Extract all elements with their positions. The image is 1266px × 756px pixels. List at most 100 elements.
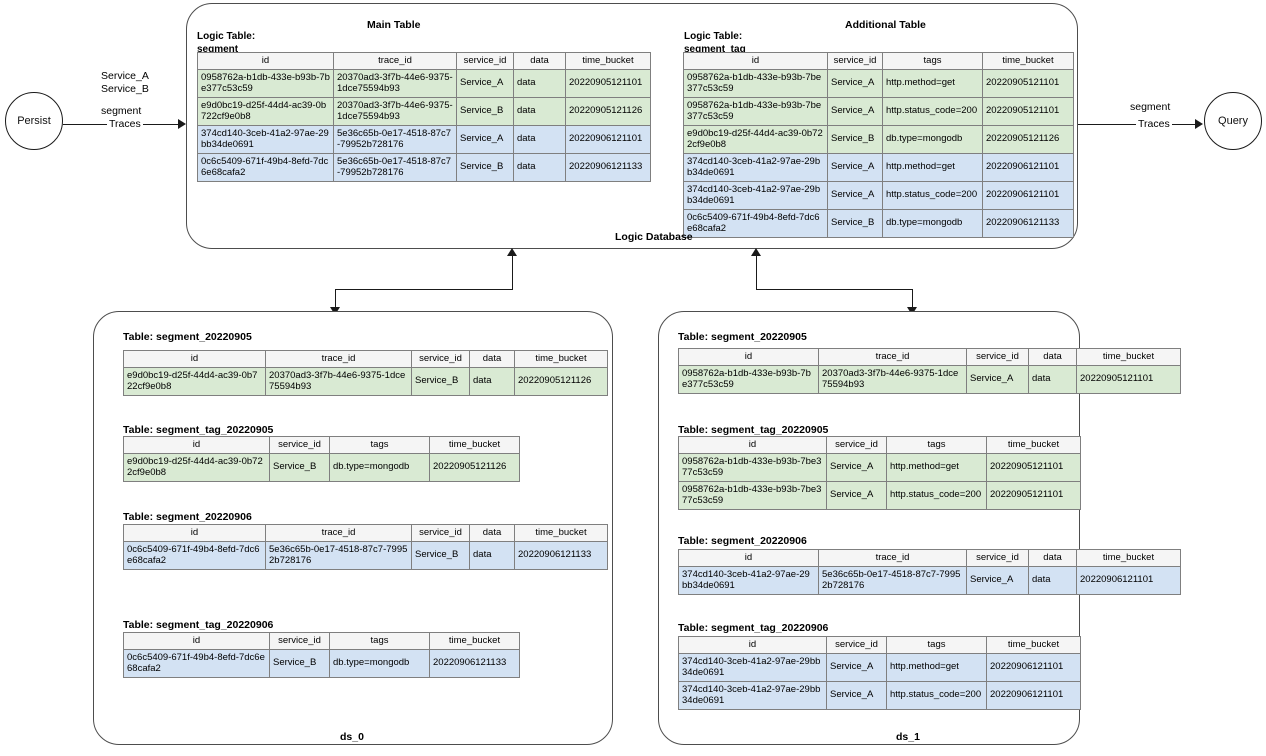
column-header: tags	[329, 436, 430, 454]
main-table-title: Main Table	[367, 19, 421, 31]
column-header: service_id	[269, 436, 330, 454]
column-header: time_bucket	[986, 636, 1081, 654]
column-header: tags	[882, 52, 983, 70]
column-header: service_id	[411, 524, 470, 542]
table-cell: http.status_code=200	[882, 96, 983, 126]
table-cell: Service_B	[456, 152, 514, 182]
column-header: trace_id	[333, 52, 457, 70]
left-edge-label-service-a: Service_A	[101, 70, 149, 82]
table-cell: data	[1028, 364, 1077, 394]
table-cell: data	[513, 152, 566, 182]
ds1-connector-up-segment	[756, 255, 757, 290]
table-cell: Service_A	[827, 96, 883, 126]
table-cell: 20220905121126	[565, 96, 651, 126]
table-cell: data	[513, 68, 566, 98]
column-header: data	[469, 350, 515, 368]
table-cell: 374cd140-3ceb-41a2-97ae-29bb34de0691	[683, 180, 828, 210]
table-cell: e9d0bc19-d25f-44d4-ac39-0b722cf9e0b8	[123, 452, 270, 482]
additional-table-title: Additional Table	[845, 19, 926, 31]
column-header: trace_id	[265, 524, 412, 542]
table-cell: Service_A	[827, 68, 883, 98]
table-caption: Table: segment_20220906	[678, 535, 807, 547]
table-cell: 5e36c65b-0e17-4518-87c7-79952b728176	[333, 152, 457, 182]
table-caption: Table: segment_tag_20220905	[678, 424, 829, 436]
table-cell: data	[469, 540, 515, 570]
column-header: id	[678, 348, 819, 366]
column-header: service_id	[456, 52, 514, 70]
table-cell: Service_B	[827, 208, 883, 238]
query-node: Query	[1204, 92, 1262, 150]
left-edge-label-traces: Traces	[107, 118, 143, 130]
table-cell: 20220906121101	[982, 180, 1074, 210]
column-header: tags	[886, 636, 987, 654]
column-header: id	[678, 636, 827, 654]
column-header: time_bucket	[514, 524, 608, 542]
column-header: service_id	[827, 52, 883, 70]
table-cell: db.type=mongodb	[329, 648, 430, 678]
ds1-connector-down-segment	[912, 289, 913, 310]
table-cell: Service_A	[966, 364, 1029, 394]
column-header: trace_id	[818, 549, 967, 567]
column-header: service_id	[269, 632, 330, 650]
table-cell: 0958762a-b1db-433e-b93b-7be377c53c59	[683, 96, 828, 126]
column-header: id	[123, 350, 266, 368]
table-cell: Service_B	[269, 452, 330, 482]
table-cell: 0958762a-b1db-433e-b93b-7be377c53c59	[683, 68, 828, 98]
column-header: time_bucket	[429, 632, 520, 650]
table-cell: 5e36c65b-0e17-4518-87c7-79952b728176	[818, 565, 967, 595]
table-cell: http.status_code=200	[886, 480, 987, 510]
table-cell: db.type=mongodb	[882, 124, 983, 154]
right-edge-label-segment: segment	[1130, 101, 1171, 113]
table-cell: 20220906121133	[565, 152, 651, 182]
table-cell: 374cd140-3ceb-41a2-97ae-29bb34de0691	[197, 124, 334, 154]
table-cell: Service_A	[966, 565, 1029, 595]
table-cell: 20220905121126	[514, 366, 608, 396]
column-header: tags	[329, 632, 430, 650]
table-cell: db.type=mongodb	[329, 452, 430, 482]
ds0-connector-horizontal	[335, 289, 513, 290]
column-header: data	[1028, 348, 1077, 366]
column-header: service_id	[966, 348, 1029, 366]
db-to-query-arrowhead	[1195, 119, 1203, 129]
table-cell: 0c6c5409-671f-49b4-8efd-7dc6e68cafa2	[123, 648, 270, 678]
column-header: service_id	[411, 350, 470, 368]
table-cell: 20220905121101	[986, 452, 1081, 482]
table-cell: http.status_code=200	[886, 680, 987, 710]
column-header: id	[678, 436, 827, 454]
table-cell: 5e36c65b-0e17-4518-87c7-79952b728176	[333, 124, 457, 154]
table-cell: Service_A	[826, 680, 887, 710]
table-cell: 20220905121101	[982, 96, 1074, 126]
table-cell: http.status_code=200	[882, 180, 983, 210]
column-header: id	[123, 524, 266, 542]
query-node-label: Query	[1218, 115, 1248, 127]
column-header: id	[123, 436, 270, 454]
table-cell: 0c6c5409-671f-49b4-8efd-7dc6e68cafa2	[123, 540, 266, 570]
table-cell: Service_A	[456, 124, 514, 154]
table-cell: 5e36c65b-0e17-4518-87c7-79952b728176	[265, 540, 412, 570]
table-cell: 374cd140-3ceb-41a2-97ae-29bb34de0691	[678, 680, 827, 710]
table-cell: Service_A	[826, 480, 887, 510]
column-header: time_bucket	[982, 52, 1074, 70]
ds0-connector-up-arrowhead	[507, 248, 517, 256]
table-cell: 0c6c5409-671f-49b4-8efd-7dc6e68cafa2	[197, 152, 334, 182]
table-cell: Service_A	[826, 652, 887, 682]
table-cell: data	[1028, 565, 1077, 595]
